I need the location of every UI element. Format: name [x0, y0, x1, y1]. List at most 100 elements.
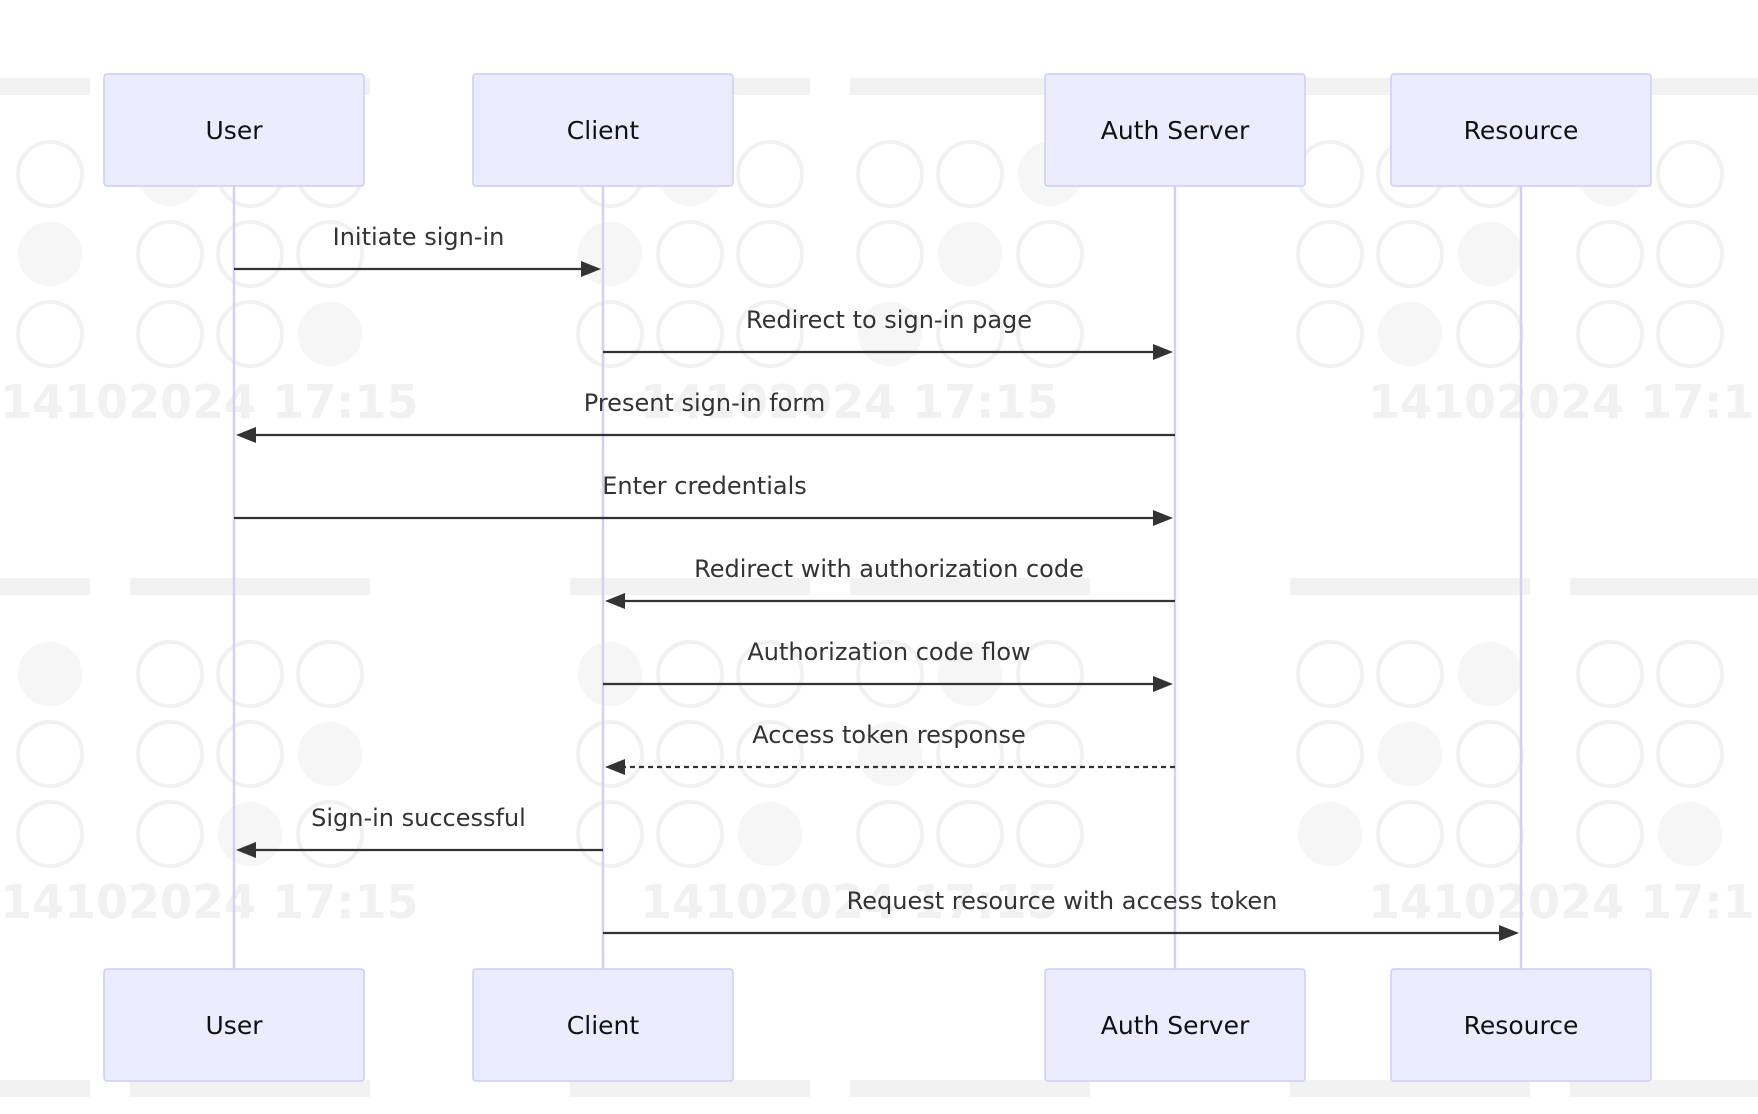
watermark-text: 14102024 17:15 — [0, 375, 419, 429]
actor-resource-top: Resource — [1390, 73, 1652, 187]
watermark-circle — [576, 300, 644, 368]
actor-label: Auth Server — [1101, 116, 1250, 145]
actor-label: Resource — [1464, 116, 1579, 145]
watermark-circle — [136, 300, 204, 368]
arrowhead — [1153, 510, 1173, 526]
watermark-circle — [1656, 140, 1724, 208]
watermark-dot — [18, 642, 82, 706]
message-7: Access token response — [605, 721, 1175, 775]
watermark-bar — [0, 578, 90, 595]
watermark-circle — [216, 300, 284, 368]
actor-label: User — [206, 116, 264, 145]
watermark-circle — [1456, 300, 1524, 368]
watermark-bar — [1290, 1080, 1530, 1097]
watermark-circle — [1376, 640, 1444, 708]
watermark-dot — [1298, 802, 1362, 866]
watermark-circle — [856, 640, 924, 708]
watermark-circle — [1376, 220, 1444, 288]
watermark-circle — [1456, 720, 1524, 788]
actor-client-bottom: Client — [472, 968, 734, 1082]
watermark-circle — [136, 220, 204, 288]
watermark-dot — [578, 642, 642, 706]
watermark-circle — [1296, 300, 1364, 368]
actor-box — [1044, 968, 1306, 1082]
watermark-text: 14102024 17:15 — [0, 875, 419, 929]
watermark-bar — [570, 578, 810, 595]
watermark-dot — [218, 802, 282, 866]
watermark-circle — [136, 640, 204, 708]
watermark-circle — [656, 220, 724, 288]
watermark-bar — [1290, 578, 1530, 595]
message-label: Sign-in successful — [311, 804, 526, 832]
actor-box — [1390, 73, 1652, 187]
actor-box — [103, 73, 365, 187]
watermark-dot — [938, 642, 1002, 706]
watermark-circle — [936, 300, 1004, 368]
watermark-circle — [736, 640, 804, 708]
actor-box — [103, 968, 365, 1082]
watermark-circle — [1656, 300, 1724, 368]
watermark-text: 14102024 17:15 — [640, 375, 1059, 429]
watermark-circle — [1016, 300, 1084, 368]
arrowhead — [236, 842, 256, 858]
actor-auth-bottom: Auth Server — [1044, 968, 1306, 1082]
message-4: Enter credentials — [234, 472, 1173, 526]
watermark-bar — [1570, 578, 1758, 595]
message-label: Present sign-in form — [584, 389, 825, 417]
watermark-circle — [936, 800, 1004, 868]
message-label: Redirect to sign-in page — [746, 306, 1032, 334]
watermark-circle — [736, 720, 804, 788]
watermark-dot — [738, 802, 802, 866]
watermark-circle — [736, 220, 804, 288]
message-2: Redirect to sign-in page — [603, 306, 1173, 360]
watermark-circle — [856, 220, 924, 288]
actor-auth-top: Auth Server — [1044, 73, 1306, 187]
watermark-circle — [1656, 640, 1724, 708]
message-8: Sign-in successful — [236, 804, 603, 858]
watermark-circle — [1296, 720, 1364, 788]
actor-user-top: User — [103, 73, 365, 187]
arrowhead — [1153, 344, 1173, 360]
watermark-circle — [1376, 800, 1444, 868]
watermark-circle — [1576, 220, 1644, 288]
watermark-circle — [1656, 220, 1724, 288]
watermark-circle — [1016, 720, 1084, 788]
watermark-circle — [576, 720, 644, 788]
watermark-circle — [1016, 800, 1084, 868]
watermark-circle — [16, 800, 84, 868]
lifelines — [232, 186, 1523, 969]
watermark-circle — [1576, 800, 1644, 868]
watermark-circle — [1016, 220, 1084, 288]
watermark-circle — [656, 640, 724, 708]
watermark-dot — [858, 302, 922, 366]
watermark-circle — [656, 800, 724, 868]
actor-client-top: Client — [472, 73, 734, 187]
watermark-bar — [850, 78, 1090, 95]
watermark-circle — [296, 220, 364, 288]
watermark-dot — [298, 302, 362, 366]
message-9: Request resource with access token — [603, 887, 1519, 941]
watermark-text: 14102024 17:15 — [1368, 875, 1758, 929]
watermark-text: 14102024 17:15 — [1368, 375, 1758, 429]
watermark-bar — [0, 1080, 90, 1097]
arrowhead — [1153, 676, 1173, 692]
watermark-circle — [936, 140, 1004, 208]
watermark-circle — [16, 140, 84, 208]
message-label: Authorization code flow — [747, 638, 1030, 666]
watermark-bar — [1570, 1080, 1758, 1097]
watermark-circle — [1576, 720, 1644, 788]
message-label: Redirect with authorization code — [694, 555, 1084, 583]
watermark-circle — [1016, 640, 1084, 708]
actor-label: User — [206, 1011, 264, 1040]
watermark-circle — [216, 720, 284, 788]
watermark-circle — [1296, 140, 1364, 208]
watermark-circle — [856, 800, 924, 868]
arrowhead — [236, 427, 256, 443]
watermark-circle — [296, 640, 364, 708]
watermark-circle — [216, 220, 284, 288]
actor-label: Client — [567, 116, 640, 145]
arrowhead — [1499, 925, 1519, 941]
watermark-circle — [1576, 640, 1644, 708]
arrowhead — [605, 759, 625, 775]
